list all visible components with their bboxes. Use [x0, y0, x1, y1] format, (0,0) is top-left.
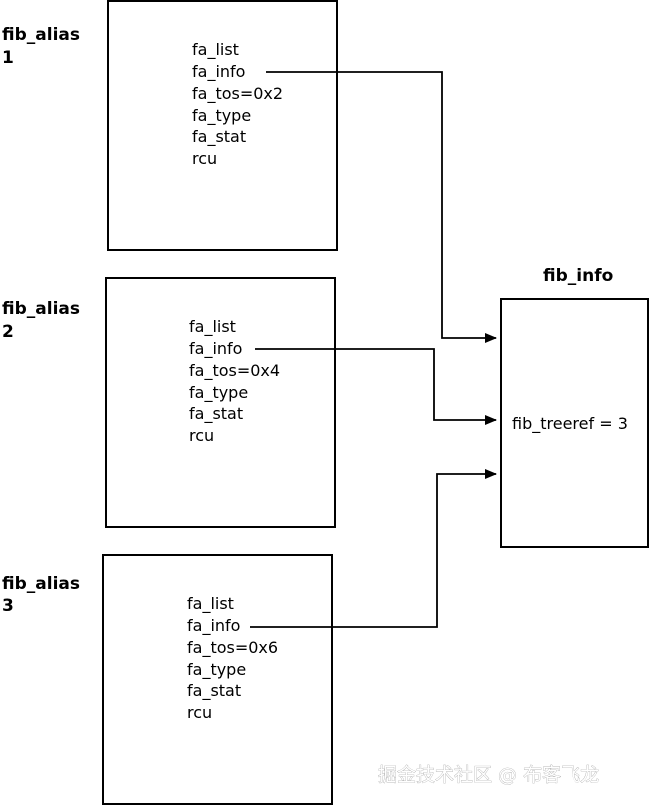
fib-alias-1-field-rcu: rcu: [192, 149, 217, 168]
fib-alias-3-field-fa-info: fa_info: [187, 616, 240, 636]
fib-alias-2-field-fa-info: fa_info: [189, 339, 242, 359]
fib-alias-3-number: 3: [2, 596, 14, 616]
fib-alias-2-field-rcu: rcu: [189, 426, 214, 445]
fib-alias-3-field-rcu: rcu: [187, 703, 212, 722]
fib-alias-2-field-fa-stat: fa_stat: [189, 404, 243, 424]
fib-info: fib_info fib_treeref = 3: [500, 266, 649, 548]
fib-alias-1-box: [107, 0, 338, 251]
fib-alias-2-box: [105, 277, 336, 528]
fa-info-3-pointer-arrow: [250, 469, 497, 628]
fib-alias-2-title: fib_alias: [2, 299, 80, 319]
fib-alias-2-field-fa-type: fa_type: [189, 383, 248, 403]
fib-alias-3-title: fib_alias: [2, 574, 80, 594]
fib-alias-1-field-fa-info: fa_info: [192, 62, 245, 82]
fib-alias-3-box: [102, 554, 333, 805]
fib-alias-2: fib_alias 2 fa_list fa_info fa_tos=0x4 f…: [2, 277, 336, 528]
fib-alias-2-number: 2: [2, 322, 14, 342]
fib-alias-3-field-fa-type: fa_type: [187, 660, 246, 680]
fib-alias-2-field-fa-list: fa_list: [189, 317, 236, 337]
fib-alias-3-field-fa-list: fa_list: [187, 594, 234, 614]
fib-alias-3-field-fa-stat: fa_stat: [187, 681, 241, 701]
fa-info-1-pointer-arrow: [266, 71, 497, 343]
fib-alias-1-field-fa-list: fa_list: [192, 40, 239, 60]
fib-alias-1: fib_alias 1 fa_list fa_info fa_tos=0x2 f…: [2, 0, 338, 251]
fib-alias-2-field-fa-tos: fa_tos=0x4: [189, 361, 280, 381]
fib-alias-3-field-fa-tos: fa_tos=0x6: [187, 638, 278, 658]
fib-alias-1-number: 1: [2, 48, 14, 68]
fib-alias-1-title: fib_alias: [2, 25, 80, 45]
fib-info-box: [500, 298, 649, 548]
fib-alias-1-field-fa-type: fa_type: [192, 106, 251, 126]
fib-info-title: fib_info: [543, 266, 613, 286]
fib-alias-1-field-fa-tos: fa_tos=0x2: [192, 84, 283, 104]
fa-info-2-pointer-arrow: [255, 348, 497, 425]
fib-alias-1-field-fa-stat: fa_stat: [192, 127, 246, 147]
fib-info-field-treeref: fib_treeref = 3: [512, 414, 628, 434]
fib-alias-3: fib_alias 3 fa_list fa_info fa_tos=0x6 f…: [2, 554, 333, 805]
watermark-text: 掘金技术社区 @ 布客飞龙: [378, 764, 599, 786]
